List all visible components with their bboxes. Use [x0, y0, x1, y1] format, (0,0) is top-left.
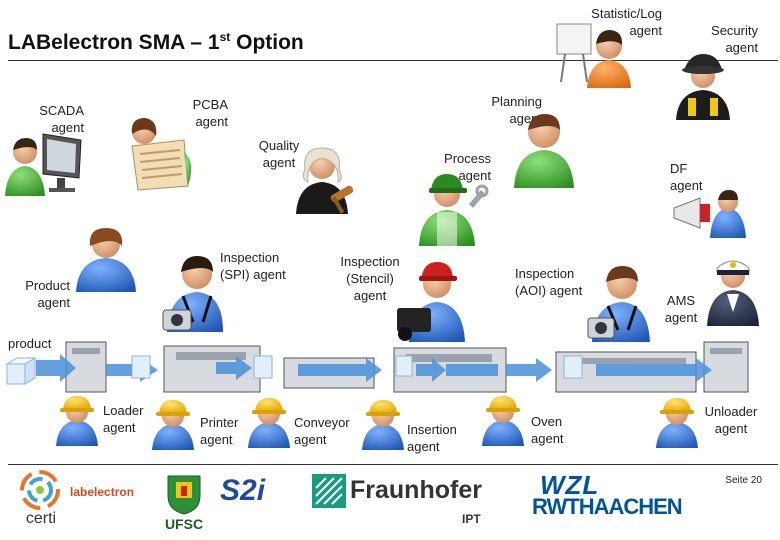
certi-logo-text: certi: [25, 510, 57, 527]
pcba-agent-icon: [131, 118, 192, 191]
ufsc-crest-icon: [167, 475, 201, 515]
process-agent-icon: [419, 174, 489, 246]
slide-title: LABelectron SMA – 1st Option: [8, 30, 304, 54]
production-line: [36, 341, 749, 393]
insertion-agent-icon: [362, 400, 404, 450]
oven-agent-icon: [482, 396, 524, 446]
certi-logo: [20, 470, 60, 510]
unloader-agent-label: Unloader agent: [704, 404, 758, 436]
inspection-spi-agent-label: Inspection (SPI) agent: [220, 250, 286, 282]
quality-agent-icon: [296, 147, 354, 214]
loader-agent-icon: [56, 396, 98, 446]
df-agent-label: DF agent: [670, 161, 703, 193]
product-label: product: [8, 336, 52, 351]
title-divider: [8, 60, 778, 61]
printer-agent-icon: [152, 400, 194, 450]
security-agent-label: Security agent: [711, 23, 758, 55]
planning-agent-icon: [514, 114, 574, 188]
footer-divider: [8, 464, 778, 465]
rwth-logo: RWTHAACHEN: [532, 494, 683, 519]
product-agent-label: Product agent: [25, 278, 70, 310]
ams-agent-icon: [707, 260, 759, 326]
labelectron-logo: labelectron: [70, 485, 135, 499]
ufsc-logo-text: UFSC: [164, 516, 204, 532]
product-agent-icon: [76, 228, 136, 292]
printer-agent-label: Printer agent: [200, 415, 239, 447]
df-agent-icon: [673, 190, 746, 238]
ipt-logo: IPT: [462, 512, 481, 526]
statistic-log-agent-icon: [556, 23, 631, 88]
security-agent-icon: [676, 54, 730, 120]
s2i-logo: S2i: [220, 474, 266, 507]
fraunhofer-logo: Fraunhofer: [350, 476, 482, 504]
inspection-aoi-agent-label: Inspection (AOI) agent: [515, 266, 583, 298]
statistic-log-agent-label: Statistic/Log agent: [591, 6, 662, 38]
inspection-spi-agent-icon: [162, 256, 223, 332]
quality-agent-label: Quality agent: [258, 138, 300, 170]
unloader-agent-icon: [656, 398, 698, 448]
inspection-stencil-agent-label: Inspection (Stencil) agent: [340, 254, 400, 303]
scada-agent-label: SCADA agent: [39, 103, 84, 135]
pcba-agent-label: PCBA agent: [192, 97, 228, 129]
conveyor-agent-label: Conveyor agent: [294, 415, 350, 447]
oven-agent-label: Oven agent: [531, 414, 564, 446]
scada-agent-icon: [5, 133, 82, 196]
process-agent-label: Process agent: [444, 151, 491, 183]
page-number: Seite 20: [725, 475, 762, 486]
ams-agent-label: AMS agent: [664, 293, 698, 325]
inspection-stencil-agent-icon: [397, 262, 465, 342]
loader-agent-label: Loader agent: [103, 403, 144, 435]
insertion-agent-label: Insertion agent: [407, 422, 457, 454]
product-box-icon: [5, 357, 37, 385]
wzl-logo: WZL: [540, 470, 600, 500]
conveyor-agent-icon: [248, 398, 290, 448]
inspection-aoi-agent-icon: [587, 266, 650, 342]
fraunhofer-mark-icon: [312, 474, 346, 508]
